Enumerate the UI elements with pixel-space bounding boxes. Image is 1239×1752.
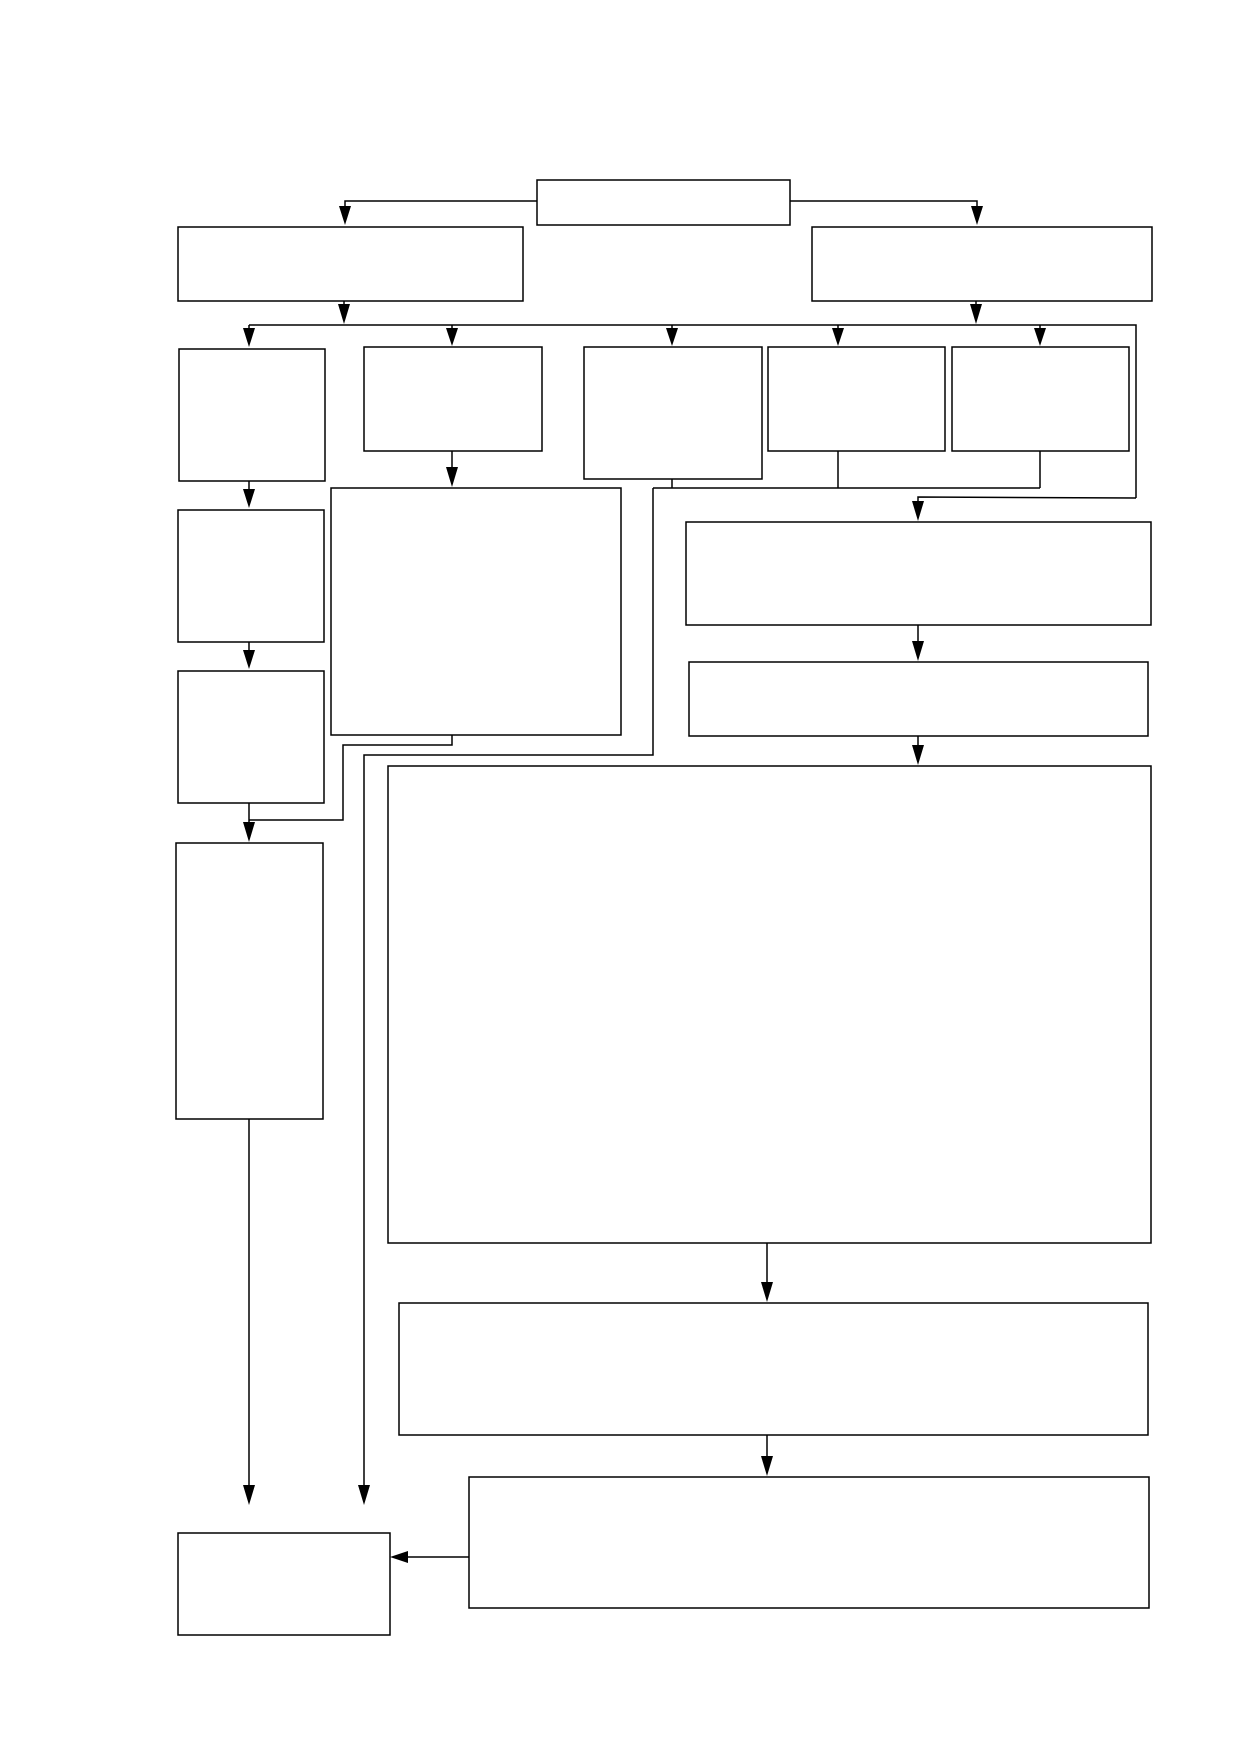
top-box [536,179,791,226]
arrow-branch-4 [832,328,844,346]
final-box [177,1532,391,1636]
arrow-right-step-1 [912,501,924,521]
arrow-left-header-down [338,304,350,324]
connector-center-to-left-chain [249,735,453,821]
arrow-long-route [358,1485,370,1505]
connectors [243,200,1137,1563]
connector-right-bus-to-step-1 [917,496,1137,505]
left-header-box [177,226,524,302]
arrow-left-step-1 [243,489,255,508]
arrow-final [390,1551,408,1563]
boxes [175,179,1153,1636]
branch-box-2 [363,346,543,452]
arrow-right-header-down [970,304,982,324]
arrow-branch-3 [666,328,678,346]
arrow-right-large [912,745,924,765]
left-step-box-1 [177,509,325,643]
arrow-branch-5 [1034,328,1046,346]
right-large-box [387,765,1152,1244]
left-tall-box [175,842,324,1120]
right-step-box-3 [398,1302,1149,1436]
arrow-left-step-2 [243,650,255,669]
connector-top-to-left-header [344,200,537,210]
right-step-box-1 [685,521,1152,626]
branch-box-4 [767,346,946,452]
arrow-right-step-3 [761,1282,773,1302]
branch-box-1 [178,348,326,482]
right-header-box [811,226,1153,302]
connector-top-to-right-header [790,200,978,210]
connector-branch-bus [249,324,1137,498]
left-step-box-2 [177,670,325,804]
arrow-branch-1 [243,328,255,347]
branch-box-5 [951,346,1130,452]
arrow-left-tall-down [243,1485,255,1505]
arrow-right-step-2 [912,641,924,661]
arrow-left-tall [243,822,255,842]
arrow-right-header [971,206,983,225]
arrow-left-header [339,206,351,225]
arrow-branch-2 [446,328,458,346]
arrow-right-step-4 [761,1456,773,1476]
arrow-center-large [446,467,458,487]
right-step-box-2 [688,661,1149,737]
branch-box-3 [583,346,763,480]
connector-long-route [363,488,654,1488]
right-step-box-4 [468,1476,1150,1609]
center-large-box [330,487,622,736]
